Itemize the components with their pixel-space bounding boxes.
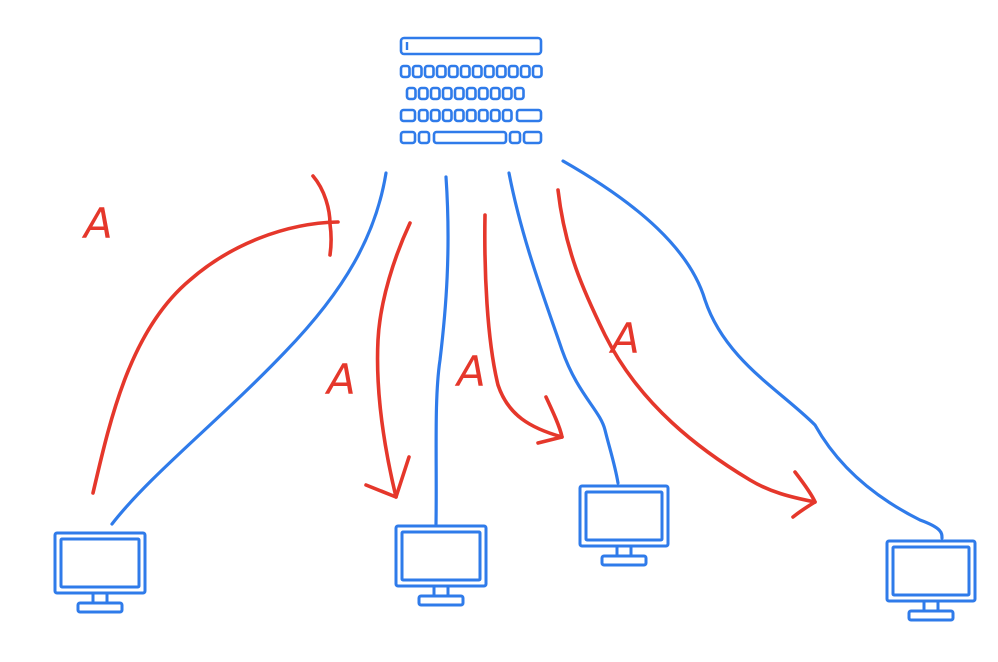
keyboard-key: [399, 130, 417, 145]
keyboard-key: [519, 64, 531, 79]
keyboard-key: [417, 130, 431, 145]
keyboard-key: [508, 130, 522, 145]
keyboard-key: [489, 108, 501, 123]
annotation-label-4: A: [608, 314, 640, 363]
connection-line-2: [434, 175, 450, 526]
keyboard-key: [465, 86, 477, 101]
keyboard-key: [477, 108, 489, 123]
connections: [110, 159, 944, 540]
connection-line-1: [110, 171, 388, 526]
keyboard-key: [477, 86, 489, 101]
connection-line-3: [507, 171, 620, 485]
monitor-icon: [53, 531, 147, 614]
annotation-labels: A A A A: [81, 199, 640, 404]
keyboard-key: [522, 130, 543, 145]
keyboard-key: [515, 108, 543, 123]
keyboard-key: [495, 64, 507, 79]
keyboard-key: [465, 108, 477, 123]
keyboard-key: [429, 108, 441, 123]
keyboard-key: [441, 86, 453, 101]
annotation-label-2: A: [324, 355, 356, 404]
keyboard-key: [501, 108, 513, 123]
monitor-icon: [578, 484, 670, 567]
keyboard-key: [489, 86, 501, 101]
arrow-4-head: [791, 470, 817, 519]
arrow-1: [91, 220, 340, 495]
annotation-label-3: A: [454, 347, 486, 396]
keyboard-key: [453, 108, 465, 123]
arrow-2-head: [364, 455, 411, 499]
keyboard-key: [531, 64, 543, 79]
keyboard-key: [423, 64, 435, 79]
keyboard-key: [417, 86, 429, 101]
keyboard-key: [459, 64, 471, 79]
keyboard-key: [447, 64, 459, 79]
annotation-label-1: A: [81, 199, 113, 248]
keyboard-key: [405, 86, 417, 101]
keyboard-key: [399, 64, 411, 79]
keyboard-key: [441, 108, 453, 123]
keyboard-icon: [399, 36, 543, 145]
keyboard-key: [501, 86, 513, 101]
arrow-3-head: [536, 395, 564, 445]
keyboard-key: [483, 64, 495, 79]
arrow-1-head: [311, 174, 333, 257]
keyboard-key: [417, 108, 429, 123]
keyboard-key: [411, 64, 423, 79]
keyboard-key: [513, 86, 525, 101]
arrow-4: [556, 188, 817, 504]
keyboard-key: [429, 86, 441, 101]
arrow-2: [375, 221, 412, 499]
keyboard-key: [432, 130, 508, 145]
keyboard-key: [399, 108, 417, 123]
keyboard-key: [435, 64, 447, 79]
keyboard-key: [471, 64, 483, 79]
monitor-icon: [885, 539, 977, 622]
keyboard-key: [507, 64, 519, 79]
arrow-3: [483, 213, 564, 439]
connection-line-4: [561, 159, 944, 540]
keyboard-key: [453, 86, 465, 101]
monitor-icon: [394, 524, 488, 607]
annotations: [91, 174, 817, 519]
